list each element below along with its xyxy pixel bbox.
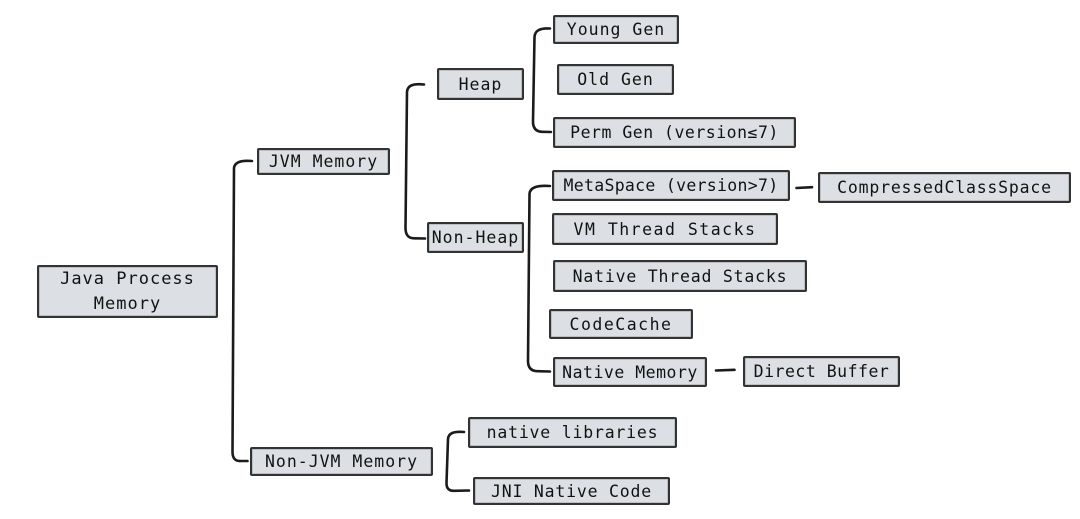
node-label: Heap [458, 74, 503, 94]
node-label: VM Thread Stacks [573, 219, 757, 239]
node-label: Native Thread Stacks [572, 266, 788, 286]
node-metaspace: MetaSpace (version>7) [552, 170, 790, 201]
node-java-process-memory: Java Process Memory [37, 265, 218, 318]
node-non-heap: Non-Heap [427, 222, 524, 253]
node-native-libraries: native libraries [468, 417, 677, 448]
node-label: Non-JVM Memory [264, 452, 419, 471]
node-compressed-class-space: CompressedClassSpace [818, 172, 1071, 203]
node-non-jvm-memory: Non-JVM Memory [250, 447, 433, 476]
node-old-gen: Old Gen [557, 64, 674, 95]
node-label: Old Gen [577, 70, 654, 89]
node-jvm-memory: JVM Memory [257, 148, 390, 175]
node-label: native libraries [486, 423, 659, 442]
node-native-thread-stacks: Native Thread Stacks [553, 260, 807, 292]
connector-nonjvm-children [445, 430, 471, 493]
connector-root-children [231, 159, 254, 463]
node-label: JNI Native Code [490, 481, 652, 501]
node-young-gen: Young Gen [553, 15, 679, 44]
node-code-cache: CodeCache [549, 309, 693, 339]
connector-nonheap-children [526, 184, 552, 373]
node-label: Perm Gen (version≤7) [570, 123, 779, 142]
node-vm-thread-stacks: VM Thread Stacks [552, 213, 778, 245]
node-direct-buffer: Direct Buffer [743, 356, 900, 387]
node-label: Non-Heap [431, 228, 520, 247]
node-label: CodeCache [569, 314, 673, 334]
node-heap: Heap [437, 68, 524, 100]
node-label: Young Gen [566, 20, 666, 39]
node-label: Direct Buffer [753, 362, 890, 381]
node-label: JVM Memory [268, 152, 379, 171]
node-native-memory: Native Memory [553, 357, 707, 387]
node-label: MetaSpace (version>7) [563, 176, 779, 195]
node-label: CompressedClassSpace [837, 178, 1052, 197]
node-label: Java Process Memory [60, 268, 195, 314]
connector-heap-children [531, 27, 553, 134]
node-label: Native Memory [562, 362, 698, 382]
node-jni-native-code: JNI Native Code [473, 477, 670, 505]
node-perm-gen: Perm Gen (version≤7) [553, 117, 796, 148]
connector-metaspace-compressedclassspace [795, 185, 814, 190]
connector-nativememory-directbuffer [714, 368, 736, 372]
connector-jvm-children [404, 82, 427, 240]
